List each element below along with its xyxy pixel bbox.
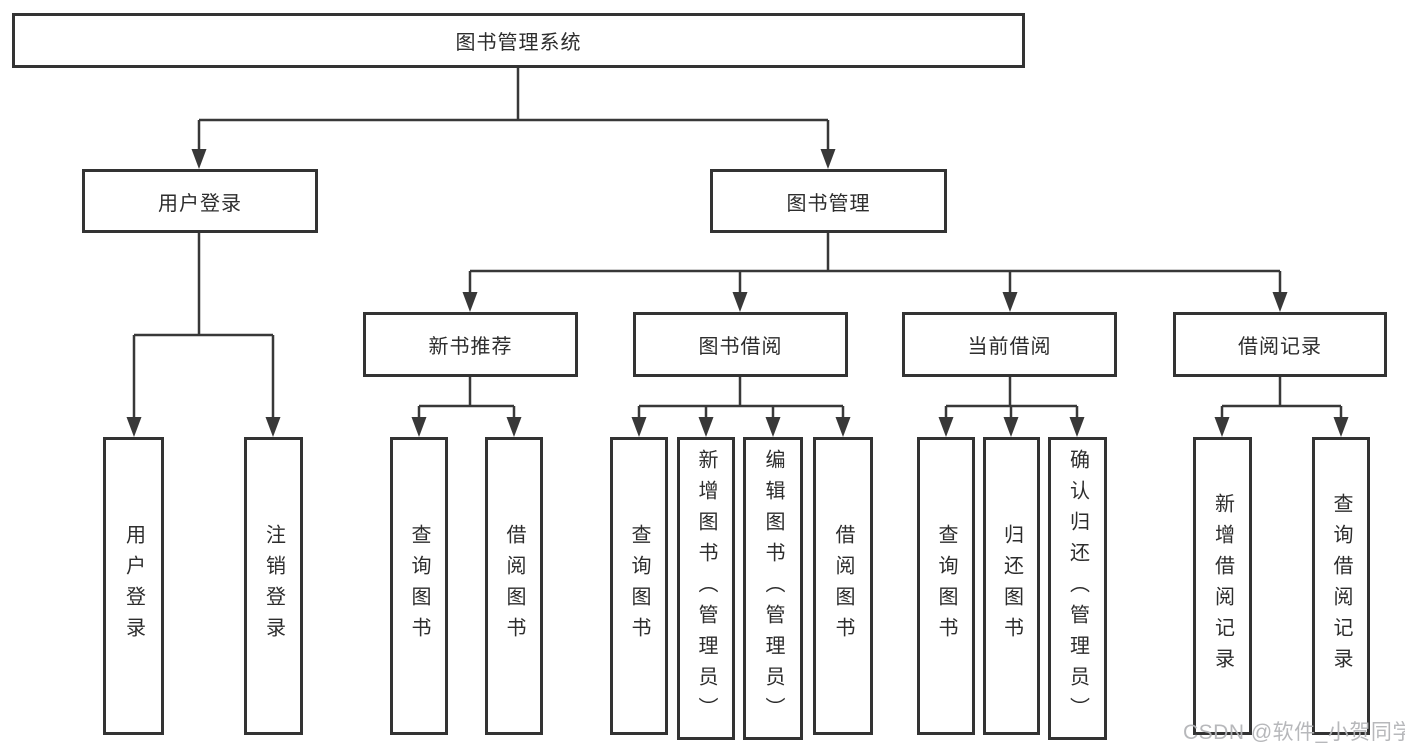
leaf-borrow-books-borrowing: 借阅图书	[813, 437, 873, 735]
leaf-return-books-label: 归还图书	[1000, 524, 1023, 648]
node-user-login: 用户登录	[82, 169, 318, 233]
node-borrow-records-label: 借阅记录	[1238, 336, 1322, 358]
leaf-edit-books-admin: 编辑图书（管理员）	[743, 437, 803, 740]
leaf-add-borrow-record: 新增借阅记录	[1193, 437, 1252, 735]
leaf-return-books: 归还图书	[983, 437, 1040, 735]
node-book-management: 图书管理	[710, 169, 947, 233]
leaf-query-borrow-record-label: 查询借阅记录	[1330, 493, 1352, 679]
leaf-edit-books-admin-label: 编辑图书（管理员）	[762, 449, 784, 728]
leaf-user-login: 用户登录	[103, 437, 164, 735]
leaf-query-books-borrowing: 查询图书	[610, 437, 668, 735]
connector-segments	[132, 68, 1343, 420]
leaf-confirm-return-admin-label: 确认归还（管理员）	[1066, 449, 1089, 728]
leaf-logout: 注销登录	[244, 437, 303, 735]
node-user-login-label: 用户登录	[158, 192, 242, 215]
node-new-book-recommend: 新书推荐	[363, 312, 578, 377]
csdn-watermark: CSDN @软件_小贺同学	[1183, 721, 1405, 744]
node-library-system-label: 图书管理系统	[455, 32, 582, 54]
node-book-management-label: 图书管理	[786, 192, 871, 215]
node-book-borrowing: 图书借阅	[633, 312, 848, 377]
leaf-query-books-recommend-label: 查询图书	[408, 524, 430, 648]
leaf-borrow-books-recommend-label: 借阅图书	[503, 524, 525, 648]
leaf-query-books-recommend: 查询图书	[390, 437, 448, 735]
arrowheads	[126, 149, 1349, 437]
node-book-borrowing-label: 图书借阅	[698, 336, 783, 358]
node-borrow-records: 借阅记录	[1173, 312, 1387, 377]
node-current-borrowing: 当前借阅	[902, 312, 1117, 377]
leaf-query-books-current-label: 查询图书	[935, 524, 957, 648]
node-library-system: 图书管理系统	[12, 13, 1025, 68]
leaf-borrow-books-borrowing-label: 借阅图书	[832, 524, 854, 648]
leaf-logout-label: 注销登录	[262, 524, 285, 648]
leaf-add-books-admin: 新增图书（管理员）	[677, 437, 735, 740]
leaf-query-books-current: 查询图书	[917, 437, 975, 735]
node-current-borrowing-label: 当前借阅	[967, 336, 1052, 358]
node-new-book-recommend-label: 新书推荐	[428, 336, 513, 358]
leaf-borrow-books-recommend: 借阅图书	[485, 437, 543, 735]
leaf-add-borrow-record-label: 新增借阅记录	[1211, 493, 1234, 679]
leaf-user-login-label: 用户登录	[122, 524, 145, 648]
leaf-query-borrow-record: 查询借阅记录	[1312, 437, 1370, 735]
leaf-query-books-borrowing-label: 查询图书	[628, 524, 650, 648]
leaf-add-books-admin-label: 新增图书（管理员）	[695, 449, 717, 728]
leaf-confirm-return-admin: 确认归还（管理员）	[1048, 437, 1107, 740]
